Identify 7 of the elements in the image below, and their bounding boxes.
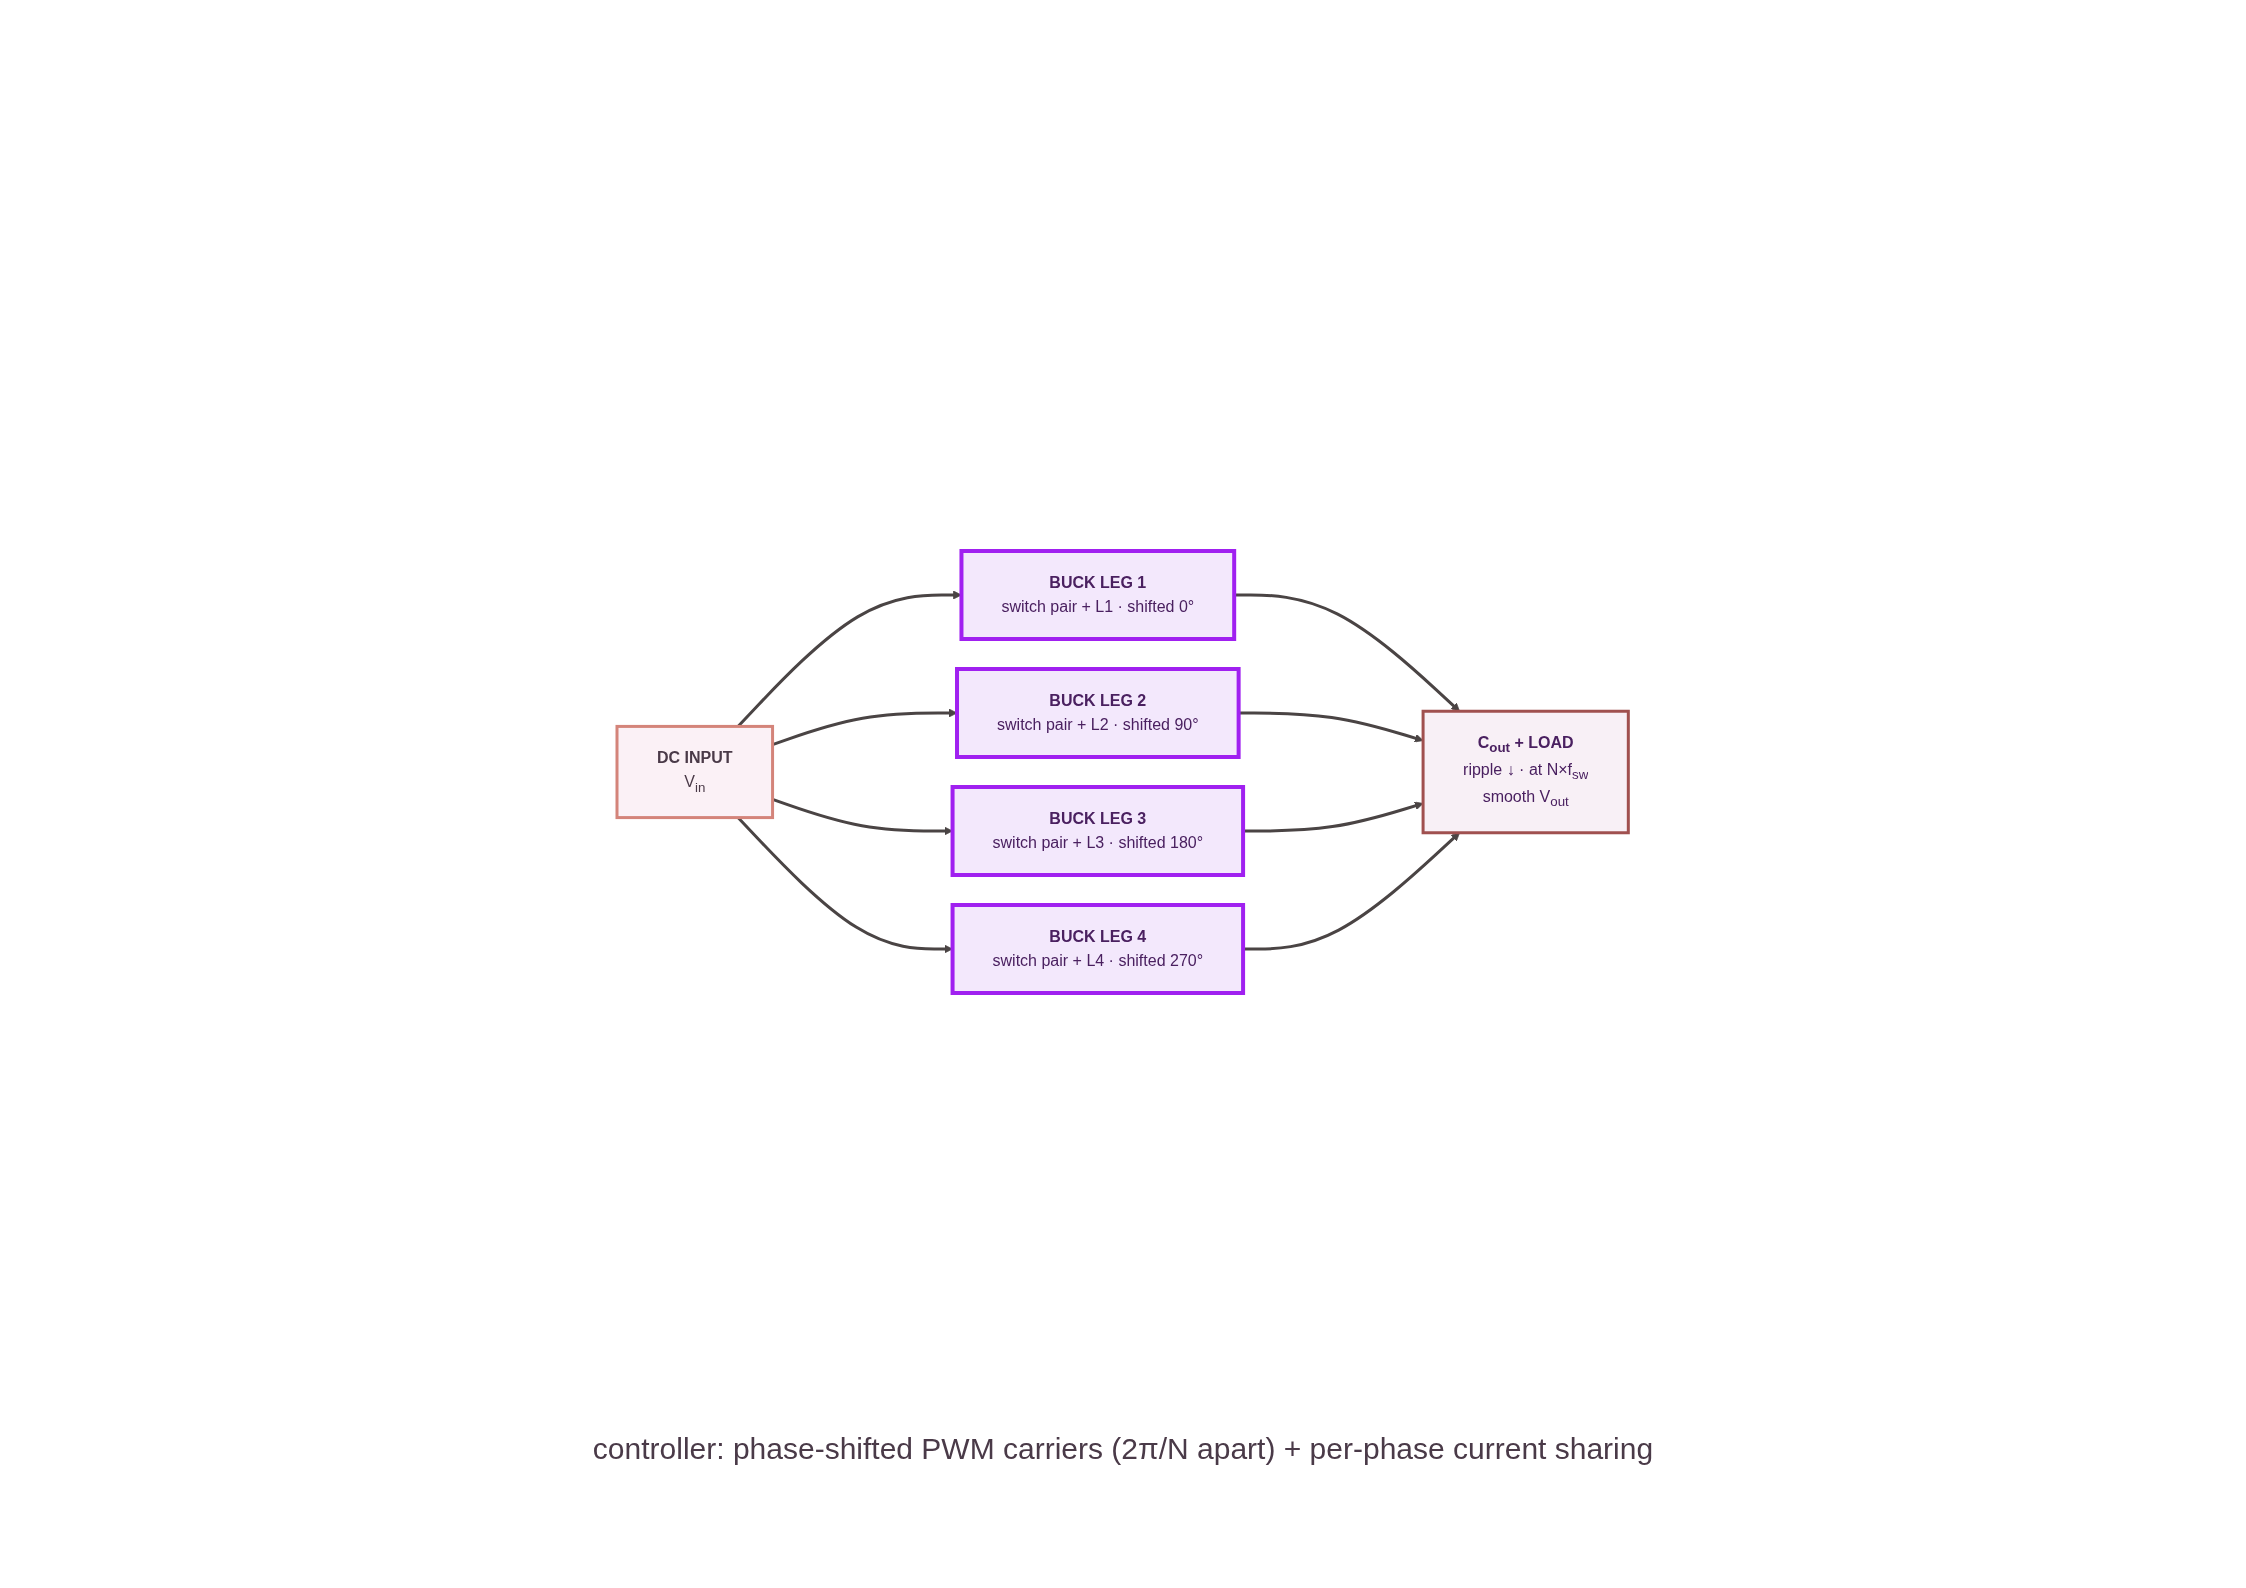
node-box: DC INPUT V$_{in}$ [615, 724, 775, 820]
node-box: BUCK LEG 2 switch pair + L2 · shifted 90° [955, 667, 1241, 759]
node-box: BUCK LEG 3 switch pair + L3 · shifted 180° [950, 785, 1246, 877]
node-box: BUCK LEG 1 switch pair + L1 · shifted 0° [959, 549, 1237, 641]
node-box: BUCK LEG 4 switch pair + L4 · shifted 270° [950, 903, 1246, 995]
node-box: C$_{out}$ + LOAD ripple ↓ · at N×f$_{sw}$ smooth V$_{out}$ [1421, 709, 1631, 835]
caption: controller: phase-shifted PWM carriers (2π/N apart) + per-phase current sharing [592, 1432, 1654, 1466]
